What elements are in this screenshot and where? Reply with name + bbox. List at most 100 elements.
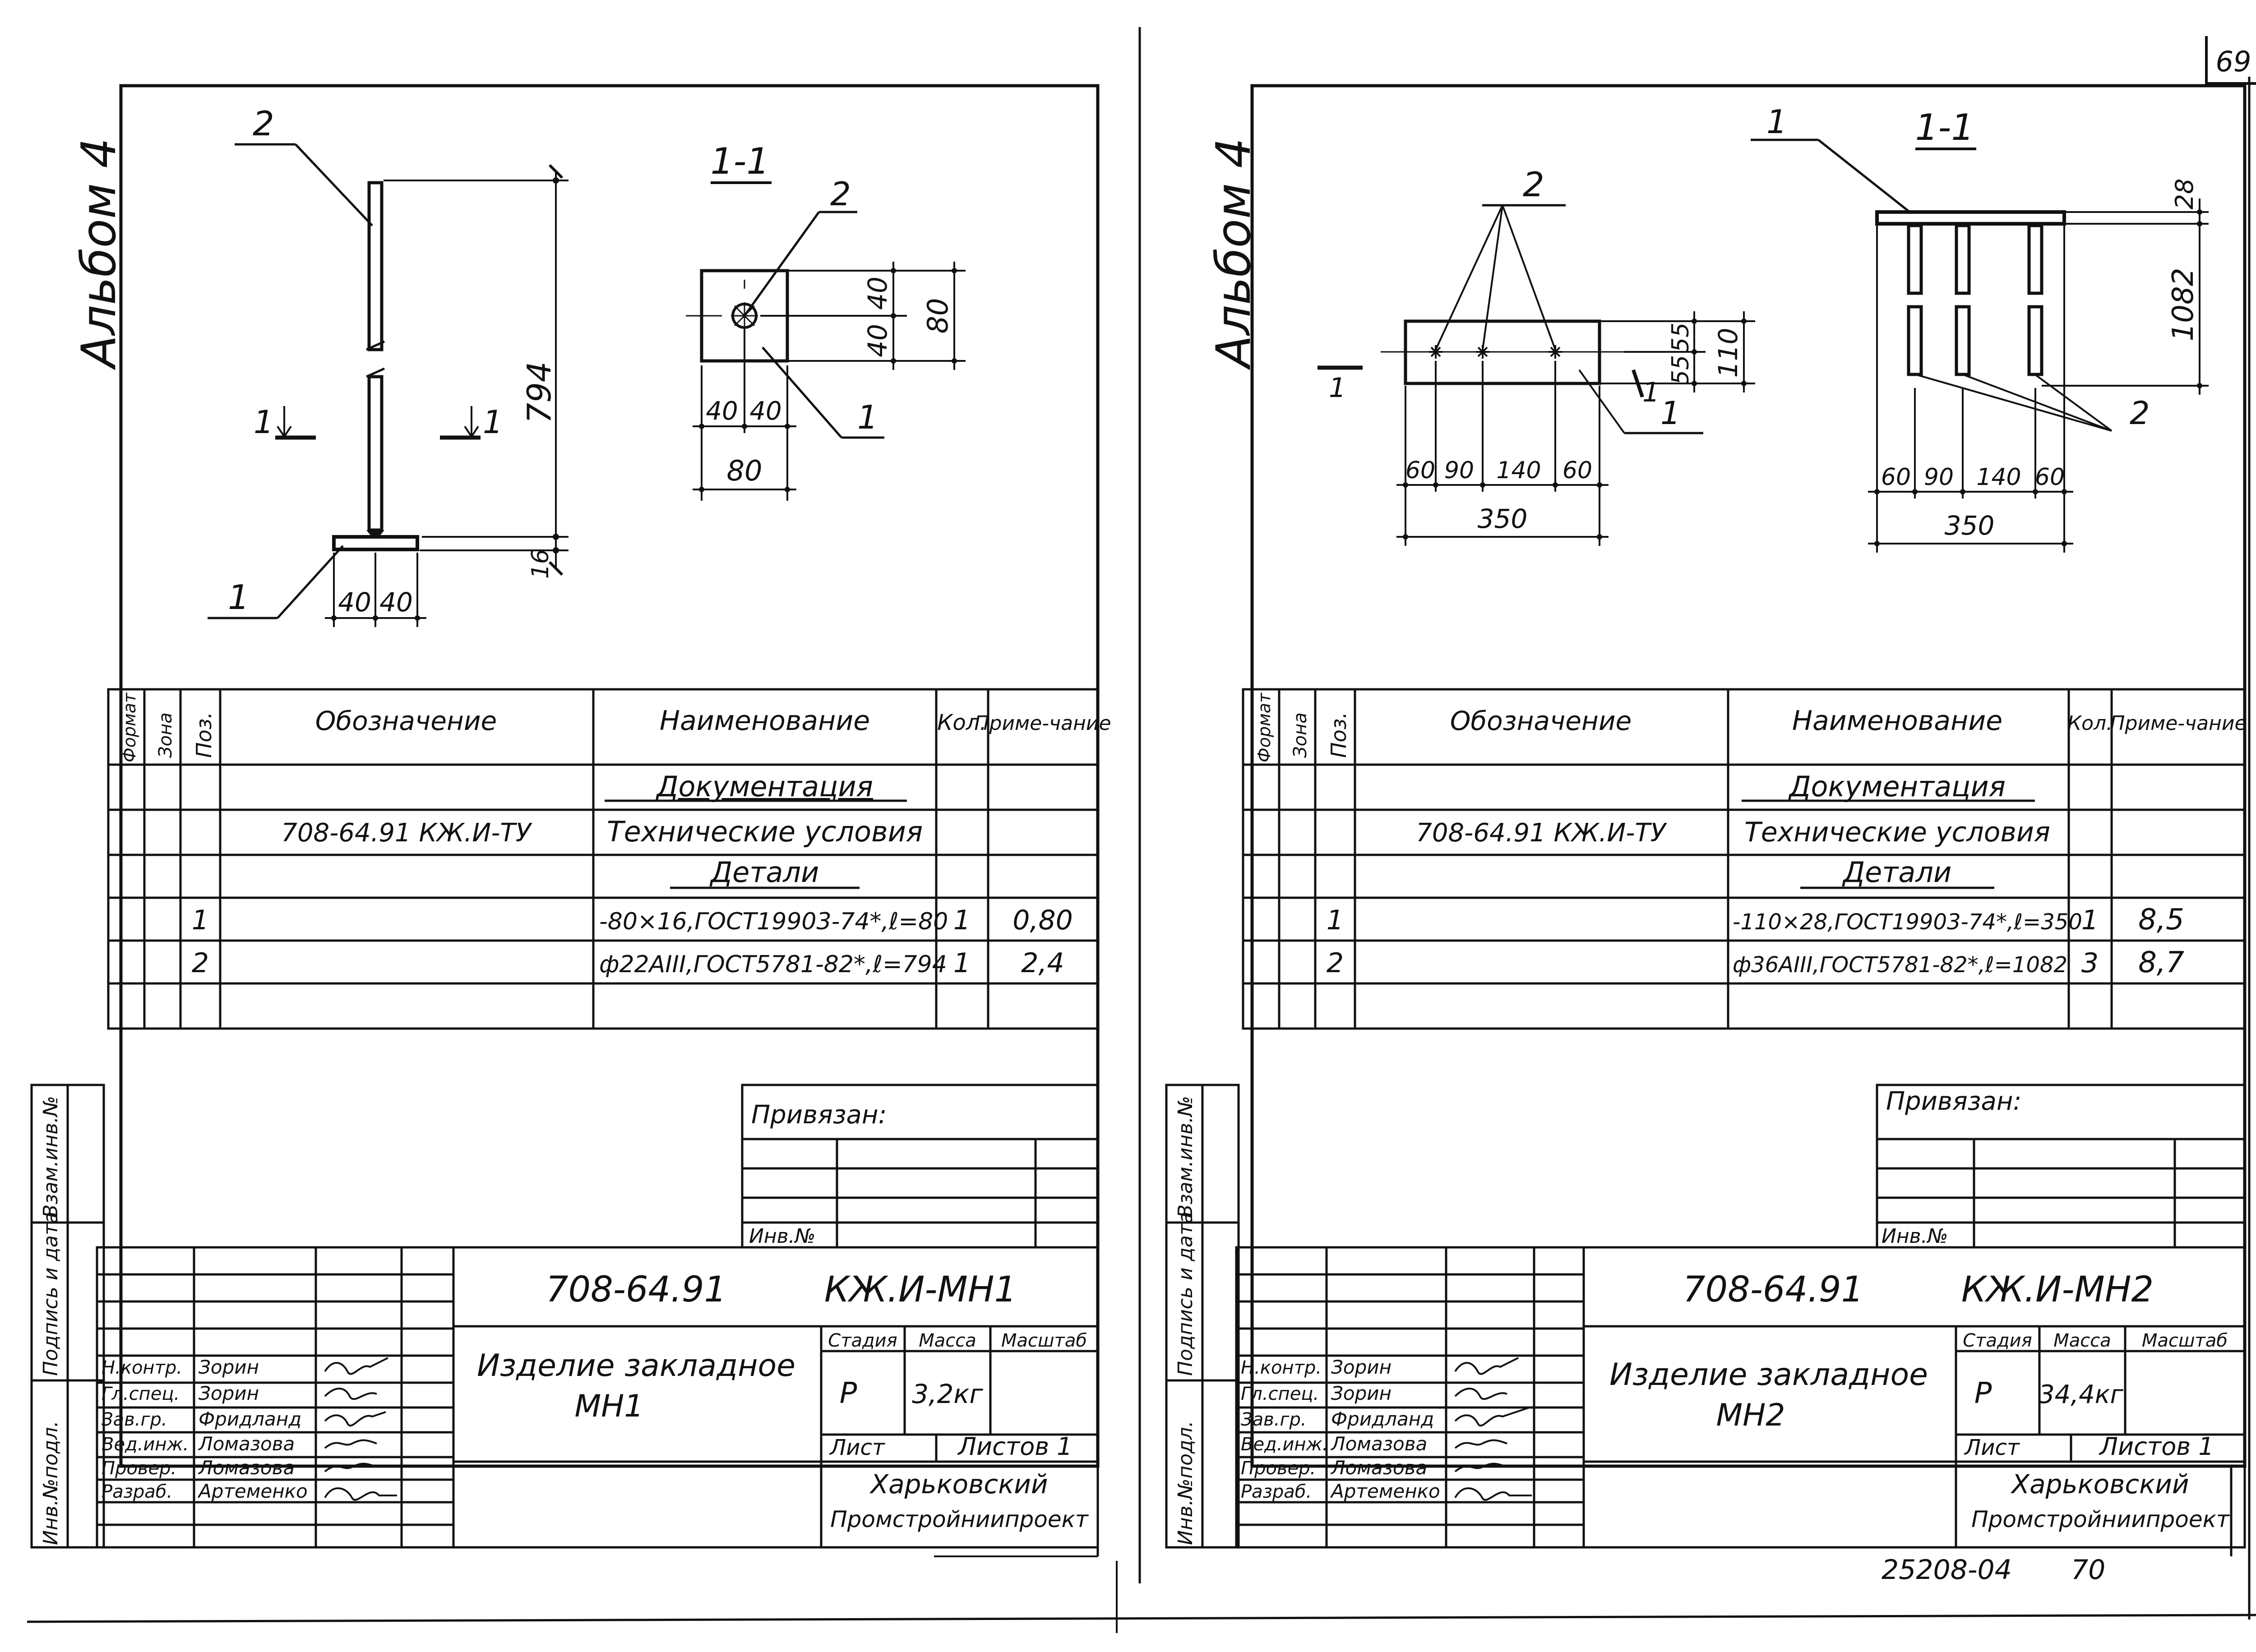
mass-label: Масса (919, 1330, 976, 1351)
spec-table: Формат Зона Поз. Обозначение Наименовани… (107, 688, 1111, 1030)
cut-mark-left: 1 (254, 404, 274, 441)
dim-w1: 55 (1667, 323, 1694, 352)
person-name: Зорин (1331, 1356, 1392, 1378)
binding-strip (30, 1084, 105, 1549)
person-name: Артеменко (1330, 1480, 1440, 1502)
section-dim-h2: 40 (749, 397, 781, 426)
role-label: Вед.инж. (102, 1434, 189, 1455)
bottom-stamp-code: 25208-04 (1882, 1554, 2012, 1586)
spec-section-docs: Документация (1788, 770, 2006, 803)
role-label: Провер. (1241, 1458, 1316, 1479)
sheets-count-label: Листов 1 (2099, 1432, 2214, 1461)
section-dim-v1: 40 (862, 277, 893, 310)
spec-row-note: 0,80 (1012, 904, 1073, 936)
scale-label: Масштаб (1001, 1330, 1087, 1351)
spec-header-qty: Кол. (937, 710, 986, 735)
side-label-inv-podl: Инв.№подл. (1174, 1421, 1197, 1545)
spec-header-format: Формат (1254, 692, 1274, 762)
spec-row-name: ф22АIII,ГОСТ5781-82*,ℓ=794 (599, 951, 947, 978)
scale-label: Масштаб (2142, 1330, 2228, 1351)
table-row: 1 -80×16,ГОСТ19903-74*,ℓ=80 1 0,80 (192, 904, 1073, 936)
doc-code: 708-64.91 (546, 1269, 726, 1310)
spec-header-zone: Зона (1290, 712, 1311, 758)
role-label: Зав.гр. (1241, 1409, 1307, 1430)
spec-header-name: Наименование (1792, 705, 2002, 737)
bottom-trim-line (27, 1614, 2256, 1623)
title-block: 708-64.91 КЖ.И-МН1 Изделие закладное МН1… (96, 1246, 1099, 1549)
page-number: 69 (2216, 45, 2251, 78)
signatures (324, 1357, 397, 1501)
spec-doc-name: Технические условия (1744, 817, 2050, 848)
spec-header-designation: Обозначение (315, 706, 497, 736)
spec-section-docs: Документация (655, 770, 873, 803)
plan-view: 2 1 1 1 55 55 110 (1318, 165, 1755, 546)
binding-box: Привязан: Инв.№ (741, 1084, 1099, 1249)
dim-w2: 55 (1667, 355, 1694, 385)
spec-row-qty: 1 (2081, 904, 2099, 936)
spec-row-qty: 1 (953, 947, 971, 979)
side-label-vzam: Взам.инв.№ (39, 1096, 62, 1218)
inv-no-label: Инв.№ (749, 1225, 815, 1248)
spec-header-designation: Обозначение (1450, 706, 1632, 736)
section-view: 1-1 1 2 2 (1751, 103, 2209, 553)
stage-value: Р (840, 1377, 857, 1410)
dim-plan-total: 350 (1478, 503, 1528, 534)
dim-height: 794 (520, 361, 558, 423)
plate-base (332, 535, 419, 551)
dim-thickness: 28 (2170, 179, 2199, 210)
doc-mark: КЖ.И-МН1 (824, 1269, 1017, 1310)
doc-mark: КЖ.И-МН2 (1961, 1269, 2154, 1310)
spec-doc-designation: 708-64.91 КЖ.И-ТУ (281, 818, 532, 848)
rod-upper (367, 181, 384, 351)
person-name: Ломазова (198, 1433, 295, 1455)
privyazan-label: Привязан: (751, 1100, 887, 1130)
role-label: Гл.спец. (1241, 1384, 1319, 1404)
cut-mark-right: 1 (1642, 377, 1660, 408)
inv-no-label: Инв.№ (1882, 1225, 1948, 1248)
spec-row-note: 8,5 (2138, 903, 2184, 937)
dim-sec-60b: 60 (2035, 464, 2065, 491)
section-plate (1875, 210, 2066, 226)
org-line2: Промстройниипроект (830, 1506, 1089, 1532)
callout-rod: 2 (253, 104, 274, 143)
section-view: 1-1 2 1 40 40 80 (686, 140, 966, 501)
role-label: Н.контр. (102, 1357, 182, 1378)
role-label: Разраб. (1241, 1481, 1312, 1502)
spec-doc-name: Технические условия (607, 815, 923, 848)
spec-section-parts: Детали (709, 856, 819, 889)
spec-row-qty: 1 (953, 904, 971, 936)
role-label: Зав.гр. (102, 1409, 167, 1430)
org-line2: Промстройниипроект (1971, 1506, 2230, 1532)
doc-title-line2: МН2 (1716, 1398, 1785, 1433)
section-dim-v2: 40 (862, 324, 893, 357)
binding-box: Привязан: Инв.№ (1876, 1084, 2246, 1249)
spec-row-pos: 2 (1327, 947, 1344, 979)
dim-plan-140: 140 (1496, 457, 1541, 484)
callout-plate: 1 (1660, 395, 1681, 432)
spec-row-pos: 1 (192, 904, 209, 936)
dim-w-total: 110 (1713, 328, 1743, 378)
doc-title-line1: Изделие закладное (1609, 1357, 1928, 1393)
spec-row-qty: 3 (2081, 947, 2099, 979)
dim-height: 1082 (2167, 268, 2200, 341)
person-name: Артеменко (197, 1480, 308, 1502)
dim-base-b: 40 (379, 587, 413, 618)
dim-sec-total: 350 (1945, 510, 1995, 541)
callout-rods: 2 (1523, 165, 1544, 204)
cut-mark-right: 1 (483, 404, 503, 441)
spec-header-pos: Поз. (1327, 712, 1351, 758)
side-label-signature: Подпись и дата (39, 1212, 62, 1376)
spec-header-name: Наименование (660, 705, 870, 737)
title-block: 708-64.91 КЖ.И-МН2 Изделие закладное МН2… (1235, 1246, 2246, 1549)
org-line1: Харьковский (869, 1469, 1048, 1500)
role-label: Гл.спец. (102, 1384, 180, 1404)
sheet-frame (119, 84, 1100, 1468)
spec-section-parts: Детали (1842, 856, 1952, 889)
spec-header-qty: Кол. (2067, 712, 2113, 735)
dim-base-a: 40 (338, 587, 371, 618)
doc-title-line2: МН1 (574, 1389, 643, 1424)
role-label: Н.контр. (1241, 1357, 1322, 1378)
spec-table: Формат Зона Поз. Обозначение Наименовани… (1242, 688, 2247, 1030)
mass-value: 3,2кг (912, 1379, 983, 1409)
person-name: Ломазова (198, 1457, 295, 1479)
